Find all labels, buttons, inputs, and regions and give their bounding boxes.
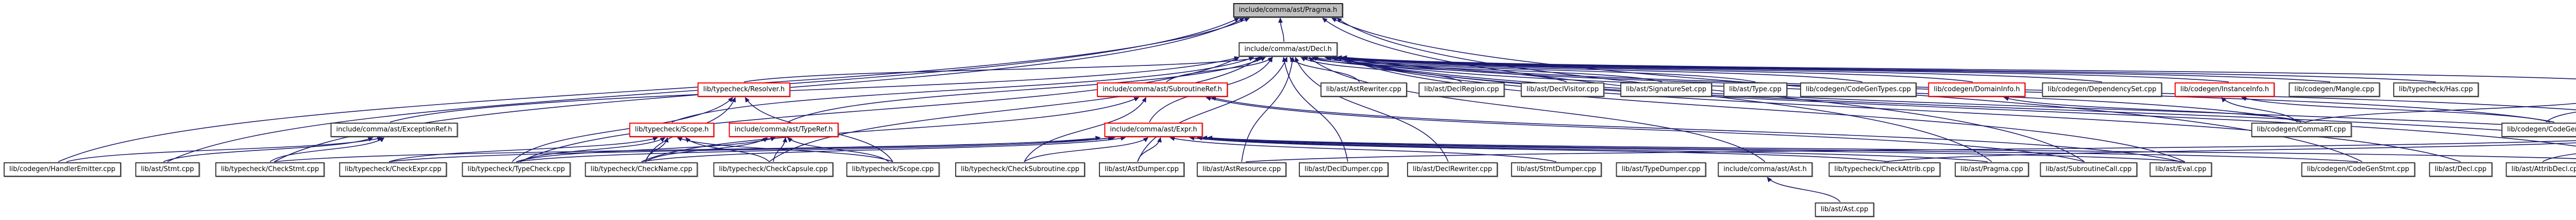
edge-decl-h-to-pragma-h xyxy=(1278,18,1284,42)
edge-astdumper-cpp-to-decl-h xyxy=(1137,57,1287,162)
graph-node-astrewriter-cpp[interactable]: lib/ast/AstRewriter.cpp xyxy=(1320,82,1407,97)
edge-checkname-cpp-to-scope-h xyxy=(645,137,669,162)
graph-node-stmtdumper-cpp[interactable]: lib/ast/StmtDumper.cpp xyxy=(1511,162,1602,177)
graph-node-declrewriter-cpp[interactable]: lib/ast/DeclRewriter.cpp xyxy=(1407,162,1498,177)
graph-node-checkstmt-cpp[interactable]: lib/typecheck/CheckStmt.cpp xyxy=(215,162,325,177)
edge-decl-cpp-to-decl-h xyxy=(1336,56,2461,162)
edge-checkstmt-cpp-to-exceptionref-h xyxy=(269,137,385,162)
edge-checkstmt-cpp-to-expr-h xyxy=(274,136,1115,162)
graph-node-instanceinfo-h[interactable]: lib/codegen/InstanceInfo.h xyxy=(2174,82,2275,97)
graph-node-typeref-h[interactable]: include/comma/ast/TypeRef.h xyxy=(728,123,839,137)
graph-node-checkexpr-cpp[interactable]: lib/typecheck/CheckExpr.cpp xyxy=(339,162,447,177)
graph-node-ast-h[interactable]: include/comma/ast/Ast.h xyxy=(1718,162,1812,177)
graph-node-decldumper-cpp[interactable]: lib/ast/DeclDumper.cpp xyxy=(1299,162,1388,177)
edge-mangle-cpp-to-decl-h xyxy=(1336,55,2331,82)
graph-node-decl-cpp[interactable]: lib/ast/Decl.cpp xyxy=(2429,162,2493,177)
edge-checkagg-cpp-to-expr-h xyxy=(1202,136,2576,159)
edge-checkagg-cpp-to-decl-h xyxy=(1336,56,2576,147)
edge-checkcapsule-cpp-to-typeref-h xyxy=(773,137,788,162)
edge-codegen-cpp-to-srinfo-h xyxy=(2546,111,2576,123)
edge-checkname-cpp-to-expr-h xyxy=(641,136,1126,162)
edge-stmt-cpp-to-exceptionref-h xyxy=(163,137,374,162)
graph-node-checkcapsule-cpp[interactable]: lib/typecheck/CheckCapsule.cpp xyxy=(713,162,834,177)
graph-node-commart-cpp[interactable]: lib/codegen/CommaRT.cpp xyxy=(2251,123,2352,137)
edge-declrewriter-cpp-to-decl-h xyxy=(1295,57,1449,162)
graph-node-mangle-cpp[interactable]: lib/codegen/Mangle.cpp xyxy=(2289,82,2380,97)
graph-node-checkname-cpp[interactable]: lib/typecheck/CheckName.cpp xyxy=(585,162,698,177)
edge-resolver-h-to-decl-h xyxy=(743,56,1264,82)
graph-node-attribdecl-cpp[interactable]: lib/ast/AttribDecl.cpp xyxy=(2505,162,2576,177)
edge-subroutinecall-cpp-to-subroutineref-h xyxy=(1206,96,2085,162)
graph-node-resolver-h[interactable]: lib/typecheck/Resolver.h xyxy=(697,82,791,97)
graph-node-expr-h[interactable]: include/comma/ast/Expr.h xyxy=(1104,123,1203,137)
graph-node-subroutinecall-cpp[interactable]: lib/ast/SubroutineCall.cpp xyxy=(2040,162,2138,177)
edge-commart-cpp-to-srinfo-h xyxy=(2305,103,2576,123)
edge-typecheck-cpp-to-scope-h xyxy=(520,137,666,162)
graph-node-signatureset-cpp[interactable]: lib/ast/SignatureSet.cpp xyxy=(1620,82,1712,97)
edge-checksubroutine-cpp-to-subroutineref-h xyxy=(1024,97,1147,162)
graph-node-checksubroutine-cpp[interactable]: lib/typecheck/CheckSubroutine.cpp xyxy=(955,162,1086,177)
edge-typecheck-cpp-to-typeref-h xyxy=(516,137,776,162)
graph-node-declvisitor-cpp[interactable]: lib/ast/DeclVisitor.cpp xyxy=(1520,82,1605,97)
graph-node-declregion-cpp[interactable]: lib/ast/DeclRegion.cpp xyxy=(1418,82,1505,97)
edge-checkname-cpp-to-subroutineref-h xyxy=(641,97,1140,162)
edge-scope-cpp-to-typeref-h xyxy=(787,137,889,162)
edge-pragma-cpp-to-expr-h xyxy=(1197,136,1988,162)
edge-attribdecl-cpp-to-attribdecl-h xyxy=(2542,153,2576,162)
edge-astresource-cpp-to-attribdecl-h xyxy=(1245,140,2576,162)
graph-node-domaininfo-h[interactable]: lib/codegen/DomainInfo.h xyxy=(1928,82,2026,97)
graph-node-scope-h[interactable]: lib/typecheck/Scope.h xyxy=(629,123,715,137)
edge-eval-cpp-to-decl-h xyxy=(1342,57,2185,162)
graph-node-dependencyset-cpp[interactable]: lib/codegen/DependencySet.cpp xyxy=(2042,82,2162,97)
graph-node-codegenstmt-cpp[interactable]: lib/codegen/CodeGenStmt.cpp xyxy=(2301,162,2415,177)
edge-instanceinfo-h-to-decl-h xyxy=(1331,55,2229,82)
edge-checkattrib-cpp-to-expr-h xyxy=(1189,136,1889,162)
edge-scope-h-to-decl-h xyxy=(671,57,1255,123)
edge-typeref-h-to-decl-h xyxy=(787,57,1266,123)
edge-checkexpr-cpp-to-scope-h xyxy=(388,137,658,162)
edge-handleremitter-cpp-to-pragma-h xyxy=(58,18,1250,162)
edge-checkexpr-cpp-to-expr-h xyxy=(388,136,1101,162)
graph-node-codegentypes-cpp[interactable]: lib/codegen/CodeGenTypes.cpp xyxy=(1800,82,1917,97)
edge-srinfo-h-to-decl-h xyxy=(1326,55,2576,79)
edge-signatureset-cpp-to-decl-h xyxy=(1302,56,1663,82)
graph-node-decl-h[interactable]: include/comma/ast/Decl.h xyxy=(1239,42,1337,57)
edge-checksubroutine-cpp-to-expr-h xyxy=(1024,137,1149,162)
graph-node-handleremitter-cpp[interactable]: lib/codegen/HandlerEmitter.cpp xyxy=(4,162,121,177)
graph-node-typedumper-cpp[interactable]: lib/ast/TypeDumper.cpp xyxy=(1616,162,1706,177)
edge-eval-cpp-to-expr-h xyxy=(1197,136,2185,162)
edge-typecheck-cpp-to-expr-h xyxy=(516,136,1113,162)
graph-node-codegen-cpp[interactable]: lib/codegen/CodeGen.cpp xyxy=(2501,123,2576,137)
edge-codegen-cpp-to-instanceinfo-h xyxy=(2241,96,2551,123)
edge-dependencyset-cpp-to-decl-h xyxy=(1326,55,2103,82)
edge-scope-cpp-to-scope-h xyxy=(676,137,893,162)
graph-node-checkattrib-cpp[interactable]: lib/typecheck/CheckAttrib.cpp xyxy=(1828,162,1941,177)
graph-node-type-cpp[interactable]: lib/ast/Type.cpp xyxy=(1723,82,1787,97)
edge-astdumper-cpp-to-expr-h xyxy=(1137,137,1162,162)
edge-codegenroutine-cpp-to-decl-h xyxy=(1331,56,2576,129)
edge-checkcapsule-cpp-to-decl-h xyxy=(769,57,1260,162)
edge-checkattrib-cpp-to-attribdecl-h xyxy=(1884,142,2576,162)
edge-stmtdumper-cpp-to-expr-h xyxy=(1169,136,1557,162)
edge-commart-cpp-to-domaininfo-h xyxy=(2003,96,2306,123)
edge-codegenstmt-cpp-to-expr-h xyxy=(1207,136,2359,162)
edge-ast-cpp-to-ast-h xyxy=(1767,177,1841,202)
graph-node-scope-cpp[interactable]: lib/typecheck/Scope.cpp xyxy=(846,162,940,177)
graph-node-ast-cpp[interactable]: lib/ast/Ast.cpp xyxy=(1815,202,1874,217)
graph-node-exceptionref-h[interactable]: include/comma/ast/ExceptionRef.h xyxy=(330,123,458,137)
graph-node-eval-cpp[interactable]: lib/ast/Eval.cpp xyxy=(2149,162,2212,177)
graph-node-pragma-cpp[interactable]: lib/ast/Pragma.cpp xyxy=(1955,162,2029,177)
graph-node-pragma-h[interactable]: include/comma/ast/Pragma.h xyxy=(1233,3,1343,18)
graph-node-astdumper-cpp[interactable]: lib/ast/AstDumper.cpp xyxy=(1099,162,1184,177)
graph-node-astresource-cpp[interactable]: lib/ast/AstResource.cpp xyxy=(1196,162,1287,177)
graph-node-stmt-cpp[interactable]: lib/ast/Stmt.cpp xyxy=(135,162,200,177)
graph-node-typecheck-cpp[interactable]: lib/typecheck/TypeCheck.cpp xyxy=(462,162,571,177)
edge-typecheck-cpp-to-decl-h xyxy=(520,57,1240,162)
edge-ast-h-to-decl-h xyxy=(1308,57,1766,162)
edge-exceptionref-h-to-decl-h xyxy=(389,56,1240,123)
graph-node-has-cpp[interactable]: lib/typecheck/Has.cpp xyxy=(2393,82,2479,97)
edge-commart-cpp-to-instanceinfo-h xyxy=(2221,97,2298,123)
graph-node-subroutineref-h[interactable]: include/comma/ast/SubroutineRef.h xyxy=(1097,82,1228,97)
